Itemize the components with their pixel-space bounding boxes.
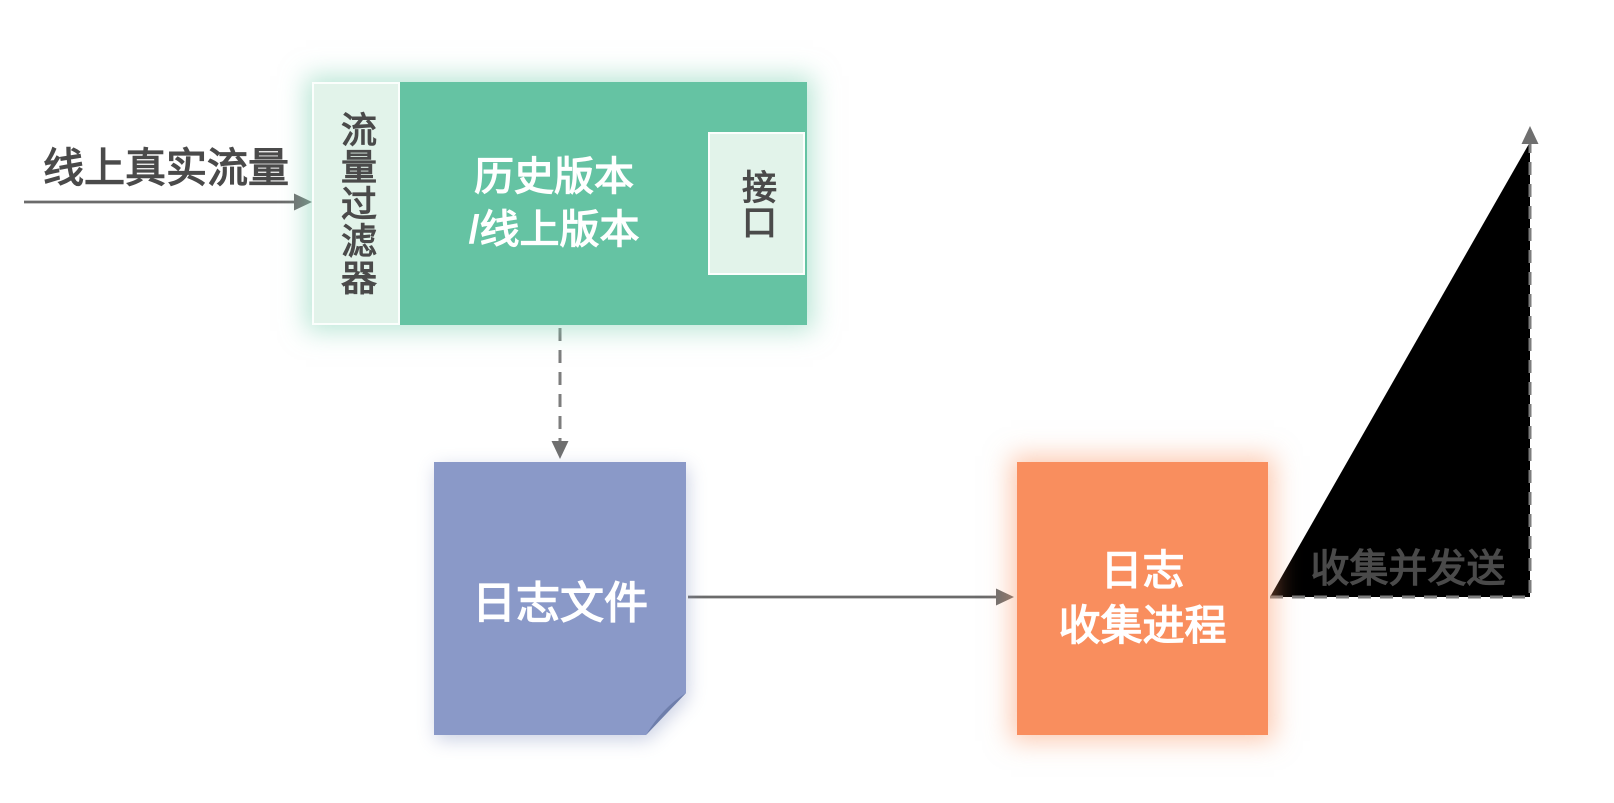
collect-send-label: 收集并发送	[1310, 548, 1506, 591]
log-collector-label-line1: 日志	[1100, 546, 1185, 594]
interface-label: 接口	[737, 168, 776, 239]
online-traffic-label: 线上真实流量	[43, 145, 289, 191]
collect-send-dashed-path	[1270, 142, 1532, 599]
version-server-label-line1: 历史版本	[474, 154, 634, 199]
logfile-to-collector-arrowhead-icon	[996, 588, 1014, 606]
online-traffic-arrowhead-icon	[294, 193, 312, 211]
traffic-filter-strip: 流量过滤器	[312, 82, 400, 325]
log-file-label: 日志文件	[472, 578, 648, 628]
log-file-node: 日志文件	[434, 462, 686, 735]
version-to-logfile-arrowhead-icon	[551, 441, 569, 459]
version-server-label-line2: /线上版本	[468, 207, 640, 252]
log-collector-node: 日志 收集进程	[1017, 462, 1268, 735]
traffic-filter-label: 流量过滤器	[336, 111, 377, 296]
log-file-shape	[434, 462, 686, 735]
interface-box: 接口	[708, 132, 805, 275]
log-collector-label-line2: 收集进程	[1058, 601, 1227, 649]
version-server-label: 历史版本 /线上版本	[400, 82, 708, 325]
collect-send-arrowhead-icon	[1521, 126, 1539, 144]
